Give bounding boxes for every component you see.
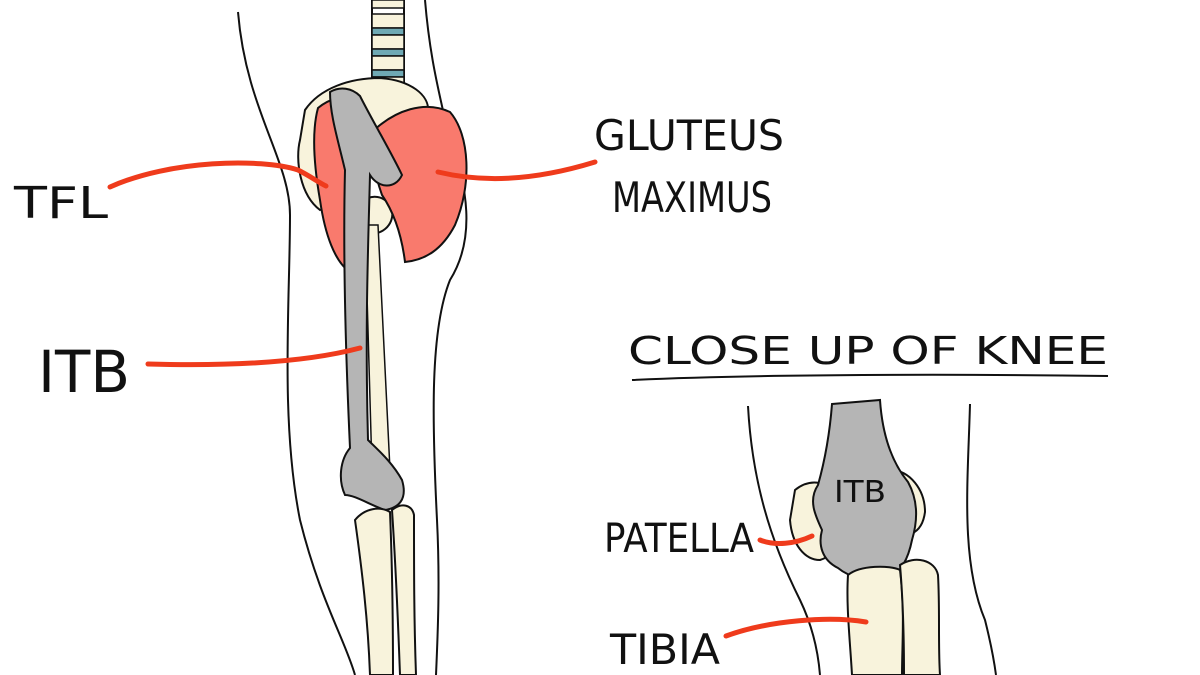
knee-outline-left	[747, 405, 821, 675]
gluteus-leader-line	[435, 159, 598, 182]
knee-closeup: CLOSE UP OF KNEE ITB PATELLA TIBIA	[604, 329, 1109, 675]
leg-outline-front	[424, 0, 468, 675]
fibula-bone-main	[390, 504, 418, 675]
knee-itb-label: ITB	[834, 475, 886, 510]
gluteus-label-line1: GLUTEUS	[594, 111, 784, 160]
itb-label: ITB	[38, 338, 130, 406]
leg-outline-back	[237, 11, 356, 675]
itb-band	[328, 87, 405, 512]
leg-figure: TFL ITB GLUTEUS MAXIMUS	[13, 0, 784, 675]
tibia-bone-main	[353, 507, 395, 675]
tibia-label: TIBIA	[609, 625, 720, 674]
itb-leader-line	[145, 345, 363, 368]
gluteus-label-line2: MAXIMUS	[612, 173, 772, 222]
spine	[371, 0, 405, 95]
fibula-closeup	[898, 558, 942, 675]
tfl-leader-line	[107, 160, 329, 190]
close-up-title: CLOSE UP OF KNEE	[628, 329, 1108, 373]
title-underline	[631, 373, 1109, 381]
tfl-label: TFL	[13, 178, 109, 229]
patella-label: PATELLA	[604, 516, 755, 562]
knee-outline-right	[966, 403, 997, 675]
tibia-leader-line	[723, 616, 869, 639]
gluteus-maximus-muscle	[370, 105, 468, 264]
patella-leader-line	[757, 533, 815, 546]
